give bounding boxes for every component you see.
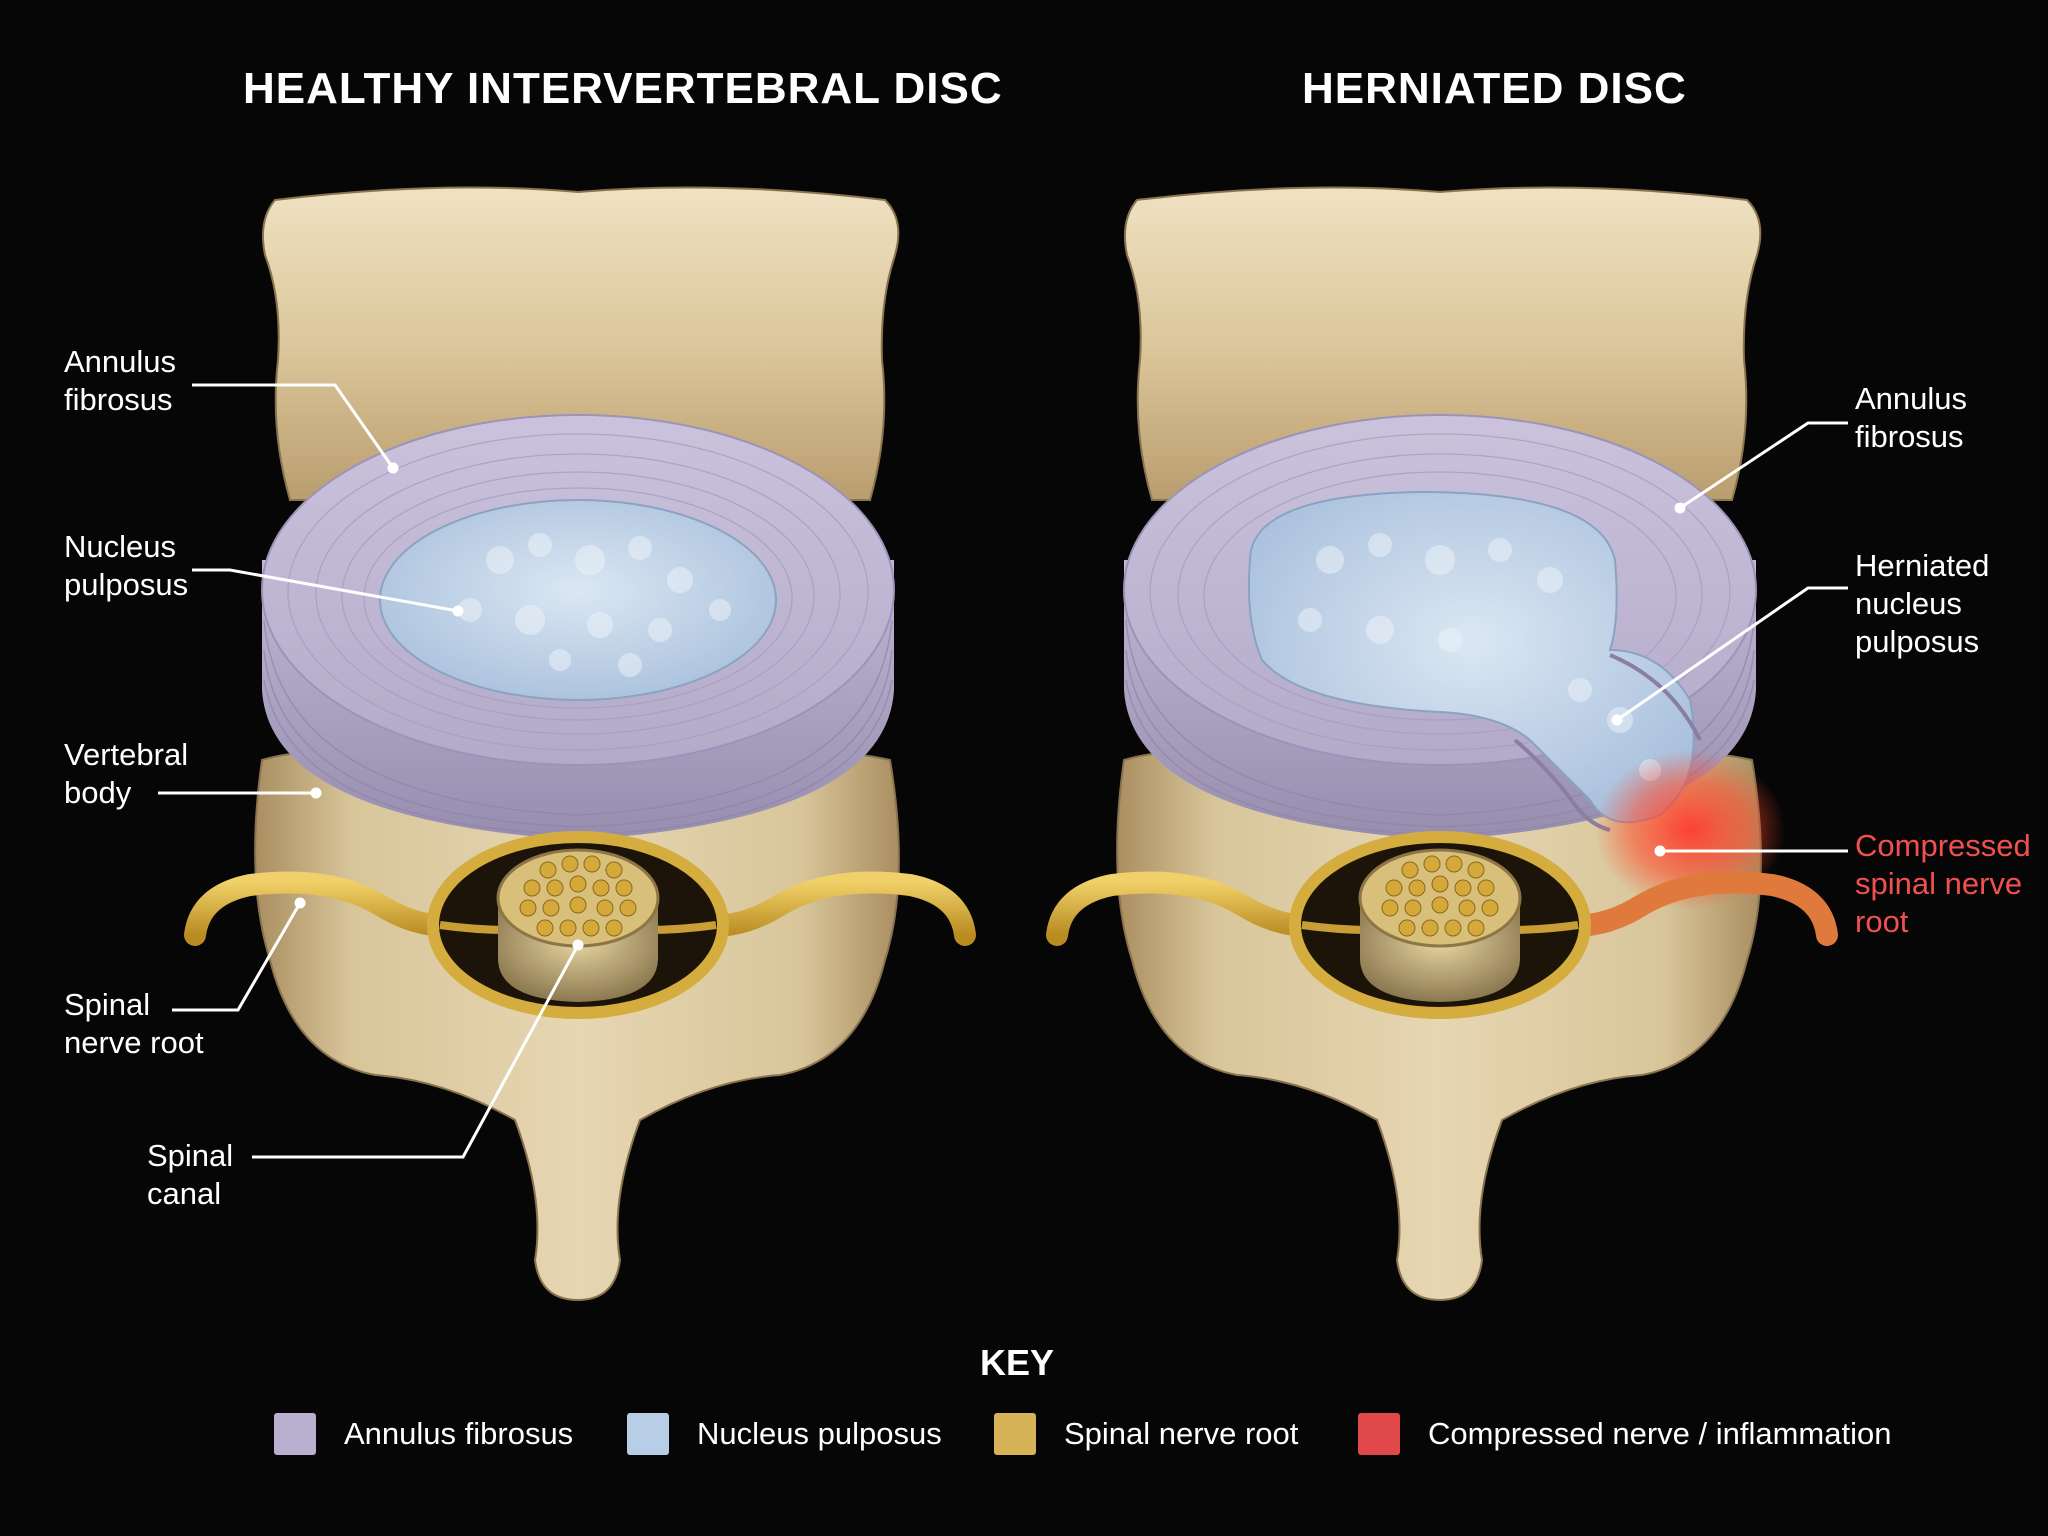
nerve-root-left: [184, 871, 471, 946]
key-item-nerve-root: Spinal nerve root: [994, 1412, 1298, 1456]
key-label-nucleus: Nucleus pulposus: [697, 1416, 942, 1451]
vertebral-body-upper: [1124, 186, 1762, 501]
nerve-root-right: [689, 871, 976, 946]
leader-herniated-nucleus: [1616, 586, 1848, 722]
key-item-nucleus: Nucleus pulposus: [627, 1412, 942, 1456]
key-label-compressed: Compressed nerve / inflammation: [1428, 1416, 1892, 1451]
key-item-compressed: Compressed nerve / inflammation: [1358, 1412, 1891, 1456]
healthy-title: HEALTHY INTERVERTEBRAL DISC: [243, 64, 1003, 113]
vertebral-arch: [1116, 751, 1762, 1302]
vertebral-arch: [254, 751, 900, 1302]
leader-nerve-root: [172, 902, 302, 1012]
inflammation-glow: [1595, 750, 1785, 910]
leader-canal: [252, 944, 580, 1159]
leader-annulus: [192, 383, 395, 469]
leader-annulus-h: [1679, 421, 1848, 510]
healthy-disc-figure: [184, 186, 976, 1302]
key-label-annulus: Annulus fibrosus: [344, 1416, 574, 1451]
nucleus-pulposus: [379, 499, 777, 701]
key-swatch-nerve-root: [994, 1413, 1036, 1455]
key-item-annulus: Annulus fibrosus: [274, 1412, 573, 1456]
herniated-title: HERNIATED DISC: [1302, 64, 1687, 113]
nerve-root-left: [1046, 871, 1333, 946]
vertebral-body-upper: [262, 186, 900, 501]
leader-lines: [158, 383, 1848, 1159]
key-swatch-nucleus: [627, 1413, 669, 1455]
key-swatch-annulus: [274, 1413, 316, 1455]
compressed-nerve-root: [1551, 871, 1838, 946]
key-title: KEY: [980, 1342, 1055, 1383]
leader-nucleus: [192, 568, 459, 613]
key-label-nerve-root: Spinal nerve root: [1064, 1416, 1299, 1451]
herniated-disc-figure: [1046, 186, 1838, 1302]
key-swatch-compressed: [1358, 1413, 1400, 1455]
